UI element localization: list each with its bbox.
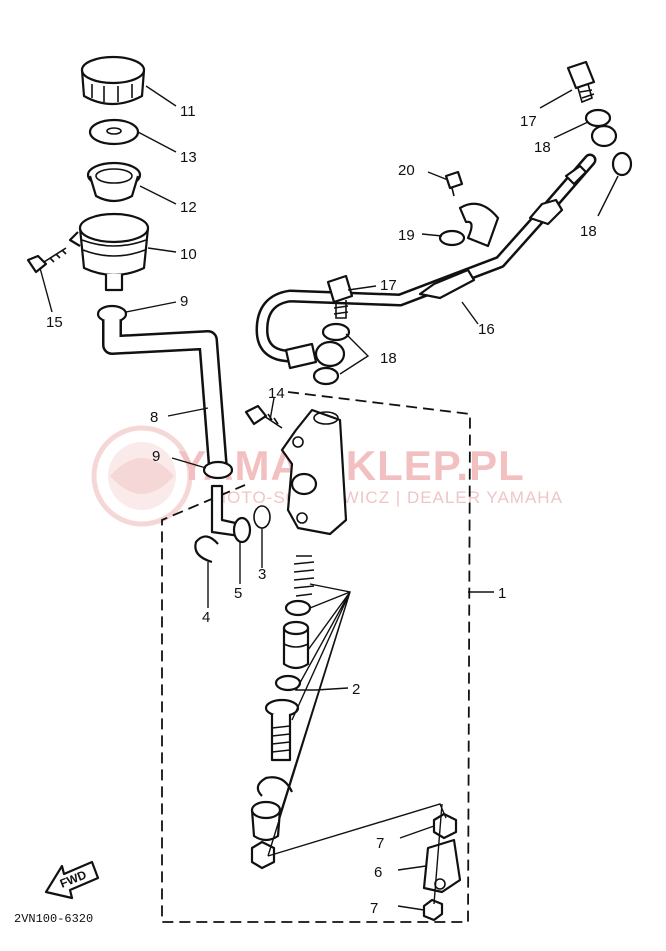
forward-direction-badge: FWD xyxy=(44,860,100,900)
reservoir-cap xyxy=(80,55,146,106)
watermark-title: YAMA-SKLEP.PL xyxy=(178,442,525,489)
callout-18-upper: 18 xyxy=(534,139,551,156)
clip-lower xyxy=(202,460,234,480)
o-ring xyxy=(253,505,271,529)
callout-11: 11 xyxy=(180,103,196,120)
callout-19: 19 xyxy=(398,227,415,244)
callout-17-lower: 17 xyxy=(380,277,397,294)
diaphragm-plate xyxy=(88,118,140,146)
hose-banjo-upper xyxy=(590,124,618,148)
hose-guide xyxy=(438,202,500,248)
clip-upper xyxy=(96,304,128,324)
union-bolt-upper xyxy=(566,60,596,104)
callout-18-lower: 18 xyxy=(380,350,397,367)
leader-lines xyxy=(39,85,619,911)
reservoir xyxy=(68,212,150,292)
brake-hose xyxy=(255,153,597,363)
callout-14: 14 xyxy=(268,385,285,402)
assembly-boundary xyxy=(161,391,471,923)
callout-12: 12 xyxy=(180,199,197,216)
washer-18-d xyxy=(611,151,633,177)
washer-18-b xyxy=(312,366,340,386)
circlip xyxy=(194,535,219,564)
callout-20: 20 xyxy=(398,162,415,179)
master-cylinder-body xyxy=(280,408,348,536)
cup-seal-1 xyxy=(284,599,312,617)
screw-20 xyxy=(444,170,464,197)
washer-18-c xyxy=(584,108,612,128)
callout-13: 13 xyxy=(180,149,197,166)
union-bolt-lower xyxy=(326,274,354,319)
washer-18-a xyxy=(321,322,351,342)
diagram-code: 2VN100-6320 xyxy=(14,912,93,926)
snap-ring xyxy=(256,776,294,797)
hose-sleeves xyxy=(418,164,588,300)
callout-5: 5 xyxy=(234,585,242,602)
diaphragm xyxy=(86,161,142,203)
watermark-logo-icon xyxy=(91,425,193,527)
callout-9-upper: 9 xyxy=(180,293,188,310)
push-rod xyxy=(264,698,300,762)
hose-banjo-lower xyxy=(284,340,346,370)
rod-nut xyxy=(250,840,276,870)
callout-6: 6 xyxy=(374,864,382,881)
rod-boot xyxy=(250,800,282,842)
nut-lower xyxy=(422,898,444,922)
callout-15: 15 xyxy=(46,314,63,331)
callout-2: 2 xyxy=(352,681,360,698)
nut-upper xyxy=(432,812,458,840)
callout-8: 8 xyxy=(150,409,158,426)
callout-3: 3 xyxy=(258,566,266,583)
piston-spring xyxy=(293,555,315,597)
callout-10: 10 xyxy=(180,246,197,263)
watermark-subtitle: MOTO-SOBKIEWICZ | DEALER YAMAHA xyxy=(212,488,563,507)
callout-1: 1 xyxy=(498,585,506,602)
bolt-15 xyxy=(26,247,67,274)
callout-9-lower: 9 xyxy=(152,448,160,465)
callout-7-lower: 7 xyxy=(370,900,378,917)
bolt-14 xyxy=(244,404,283,429)
clevis xyxy=(422,838,462,894)
callout-18-right: 18 xyxy=(580,223,597,240)
callout-4: 4 xyxy=(202,609,210,626)
callout-7-upper: 7 xyxy=(376,835,384,852)
callouts: 11 13 12 10 15 9 8 9 14 4 5 3 1 2 7 6 7 … xyxy=(46,103,597,917)
hose-fitting xyxy=(210,484,252,544)
callout-17-upper: 17 xyxy=(520,113,537,130)
piston xyxy=(282,620,310,670)
callout-16: 16 xyxy=(478,321,495,338)
